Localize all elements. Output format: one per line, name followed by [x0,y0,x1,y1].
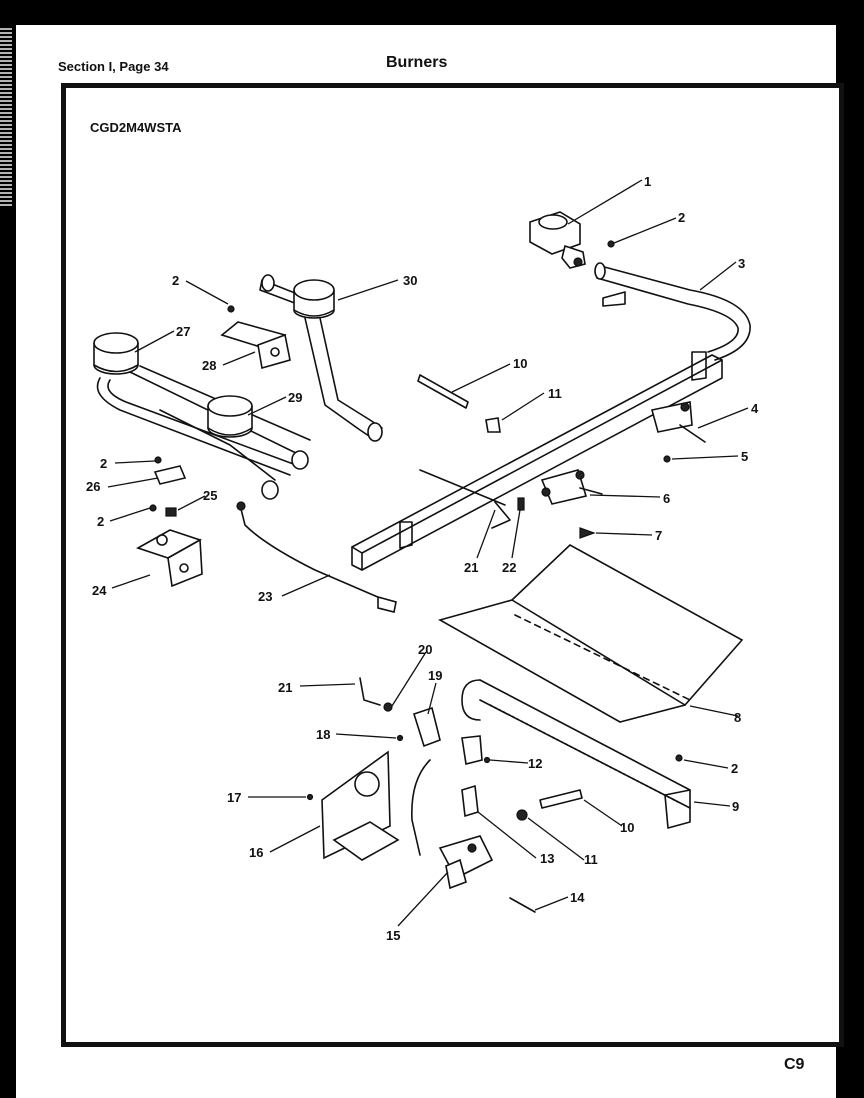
callout-22: 22 [502,560,516,575]
callout-2: 2 [731,761,738,776]
callout-13: 13 [540,851,554,866]
part-26-small-bracket [153,465,187,485]
callout-19: 19 [428,668,442,683]
part-4-valve [651,401,706,443]
callout-29: 29 [288,390,302,405]
part-14-screw [509,897,536,913]
callout-3: 3 [738,256,745,271]
callout-30: 30 [403,273,417,288]
part-3-manifold-tube [594,262,751,361]
manifold-rail [351,351,723,571]
callout-2: 2 [678,210,685,225]
callout-10: 10 [513,356,527,371]
part-21-22-upper [491,501,511,529]
part-6-valve [540,469,603,505]
callout-2: 2 [100,456,107,471]
callout-8: 8 [734,710,741,725]
part-15-oven-valve [438,835,494,890]
callout-2: 2 [172,273,179,288]
part-12-orifice-holder [461,735,483,765]
part-10-rod-upper [417,374,469,409]
part-13-clip [461,784,479,818]
page-title: Burners [386,54,448,71]
callout-12: 12 [528,756,542,771]
part-27-left-rear-burner [93,332,311,500]
callout-14: 14 [570,890,585,905]
part-23-thermocouple [236,501,397,613]
leader-lines [107,179,749,927]
part-10-rod-lower [539,789,583,809]
callout-1: 1 [644,174,651,189]
callout-26: 26 [86,479,100,494]
callout-9: 9 [732,799,739,814]
callout-2: 2 [97,514,104,529]
callout-15: 15 [386,928,400,943]
callout-20: 20 [418,642,432,657]
part-24-bracket [136,529,203,588]
callout-labels: 1 2 3 2 30 27 28 10 11 29 4 5 2 26 6 2 2… [86,174,759,943]
small-fasteners [149,240,683,801]
callout-21: 21 [464,560,478,575]
part-29-left-front-burner [159,395,276,481]
part-16-mount-bracket [321,750,400,861]
callout-21: 21 [278,680,292,695]
callout-18: 18 [316,727,330,742]
page-code: C9 [784,1056,805,1073]
callout-17: 17 [227,790,241,805]
callout-11: 11 [548,386,562,401]
part-9-bake-burner [461,679,691,829]
model-number: CGD2M4WSTA [90,120,182,135]
callout-7: 7 [655,528,662,543]
part-30-rear-burner [259,274,383,442]
callout-10: 10 [620,820,634,835]
callout-5: 5 [741,449,748,464]
callout-25: 25 [203,488,217,503]
callout-23: 23 [258,589,272,604]
part-1-regulator [529,211,586,269]
part-28-bracket [220,321,291,370]
callout-16: 16 [249,845,263,860]
callout-28: 28 [202,358,216,373]
part-19-21-hardware [359,677,441,856]
part-11-clip-lower [516,809,528,821]
callout-24: 24 [92,583,107,598]
part-11-clip-upper [485,417,501,433]
scan-edge-marks [0,28,12,208]
callout-6: 6 [663,491,670,506]
callout-11: 11 [584,852,598,867]
section-page-label: Section I, Page 34 [58,59,169,74]
part-8-broil-shield [437,544,744,723]
callout-27: 27 [176,324,190,339]
callout-4: 4 [751,401,759,416]
